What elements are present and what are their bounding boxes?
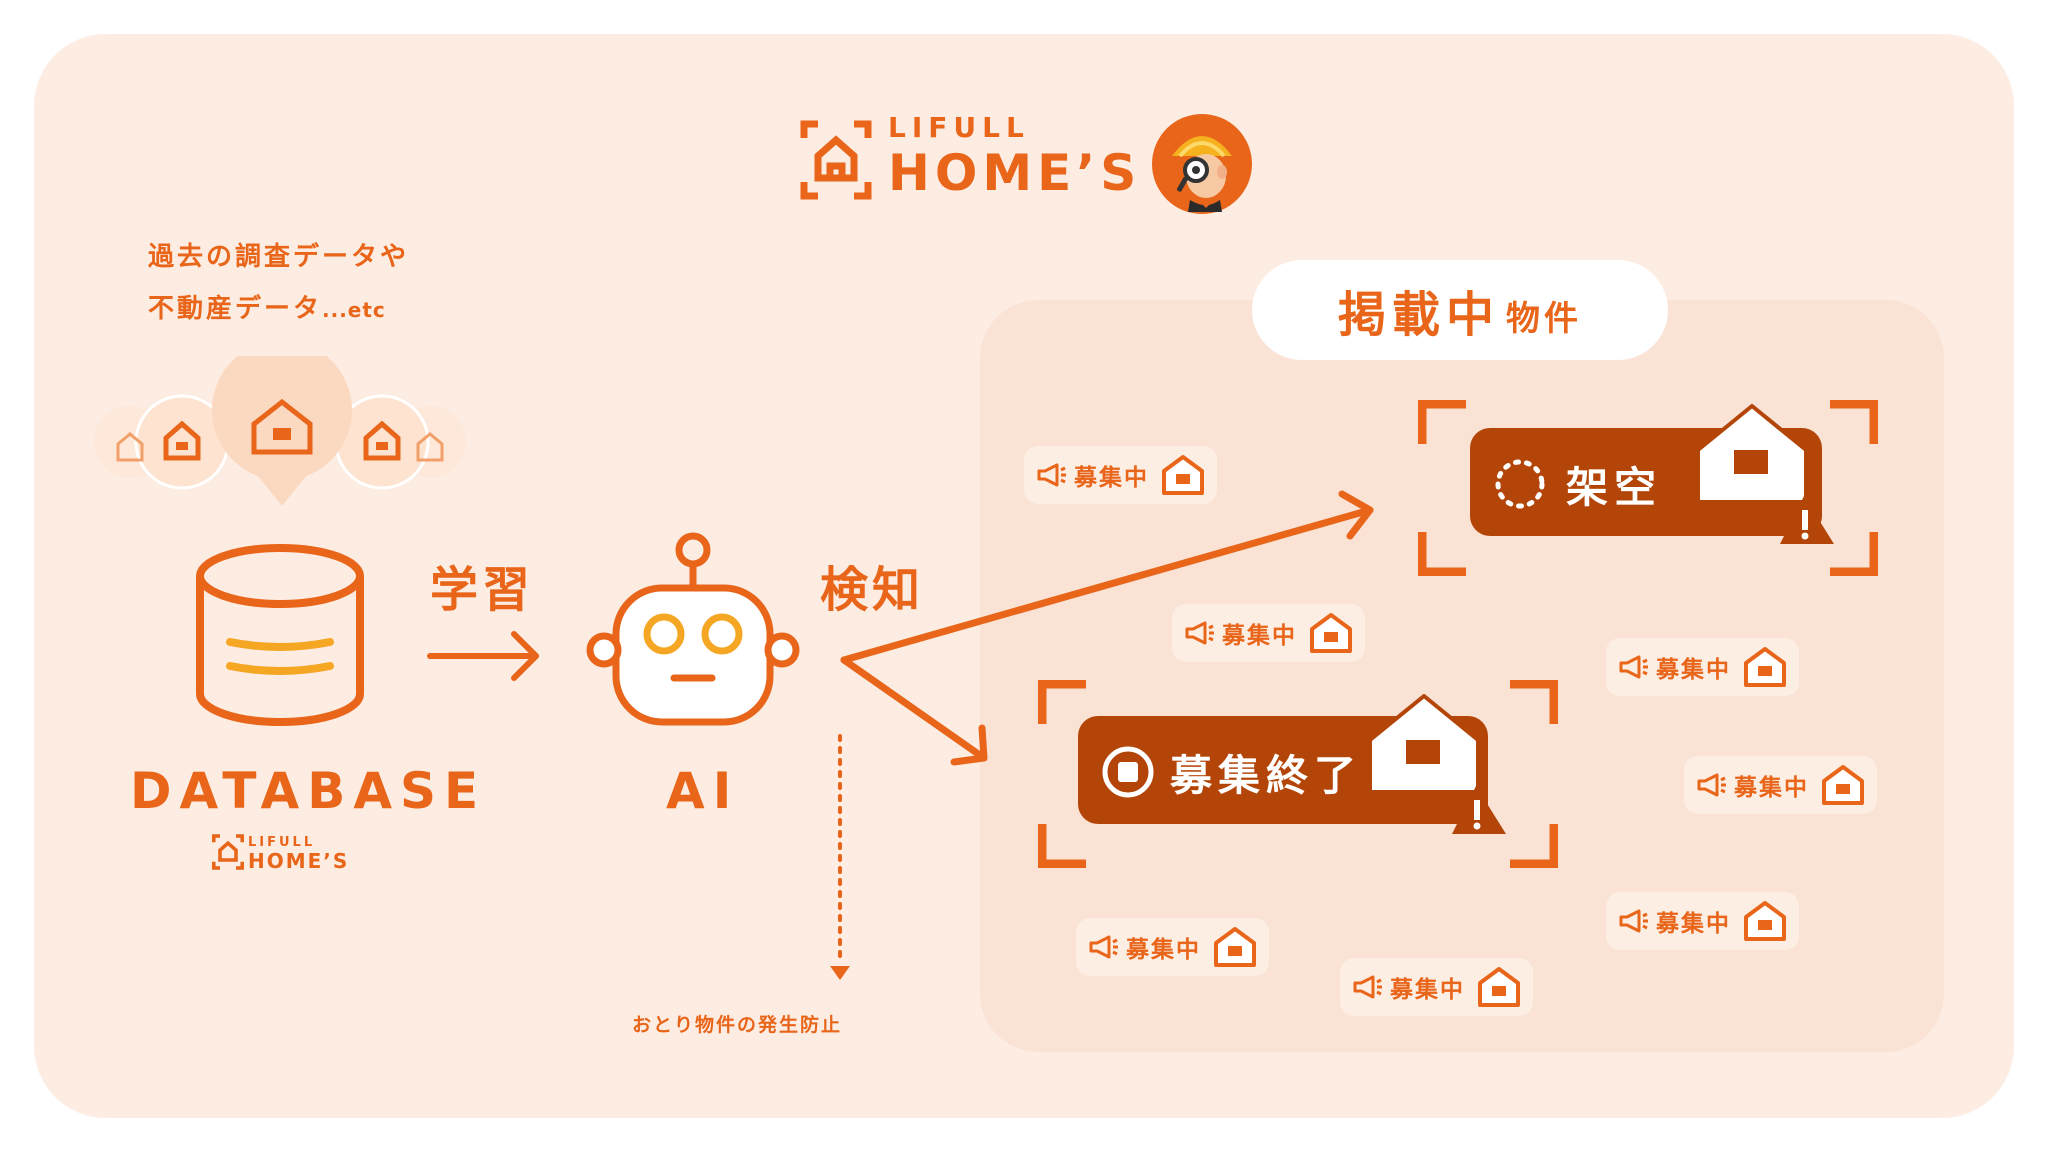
megaphone-icon xyxy=(1089,935,1118,959)
detection-arrows xyxy=(840,490,1374,766)
focus-brackets-closed xyxy=(1038,680,1558,868)
megaphone-icon xyxy=(1619,655,1648,679)
recruiting-label: 募集中 xyxy=(1656,657,1731,683)
house-icon xyxy=(1162,455,1204,495)
recruiting-listing: 募集中 xyxy=(1684,756,1877,814)
ai-label: AI xyxy=(666,762,740,820)
house-icon xyxy=(1214,927,1256,967)
robot-ai-icon xyxy=(586,532,800,726)
dotted-down-arrow-icon xyxy=(830,734,850,980)
data-source-line2-main: 不動産データ xyxy=(148,294,323,324)
megaphone-icon xyxy=(1619,909,1648,933)
recruiting-label: 募集中 xyxy=(1734,775,1809,801)
data-source-etc: ...etc xyxy=(322,298,386,322)
learn-label: 学習 xyxy=(430,562,535,618)
database-brand-line2: HOME’S xyxy=(248,849,350,873)
recruiting-label: 募集中 xyxy=(1390,977,1465,1003)
house-icon xyxy=(1744,901,1786,941)
recruiting-label: 募集中 xyxy=(1222,623,1297,649)
recruiting-label: 募集中 xyxy=(1074,465,1149,491)
fake-label: 架空 xyxy=(1566,463,1663,512)
stop-icon xyxy=(1102,746,1154,798)
listings-title: 掲載中 物件 xyxy=(1252,260,1668,360)
listings-title-sub: 物件 xyxy=(1506,298,1582,339)
detect-label: 検知 xyxy=(820,562,925,618)
megaphone-icon xyxy=(1185,621,1214,645)
home-logo-icon xyxy=(800,120,872,200)
brand-logo: LIFULL HOME’S xyxy=(888,111,1142,202)
prevention-caption: おとり物件の発生防止 xyxy=(632,1014,843,1036)
data-source-line2: 不動産データ...etc xyxy=(148,288,386,325)
house-icon xyxy=(1478,967,1520,1007)
house-icon xyxy=(1822,765,1864,805)
house-pins-cluster xyxy=(94,356,466,506)
brand-line2: HOME’S xyxy=(888,144,1142,202)
megaphone-icon xyxy=(1353,975,1382,999)
closed-listing-banner: 募集終了 xyxy=(1078,716,1488,824)
house-icon xyxy=(1310,613,1352,653)
database-label: DATABASE xyxy=(130,762,487,820)
data-source-line1: 過去の調査データや xyxy=(148,242,410,272)
closed-label: 募集終了 xyxy=(1170,751,1363,800)
database-icon xyxy=(196,544,364,726)
megaphone-icon xyxy=(1697,773,1726,797)
recruiting-label: 募集中 xyxy=(1656,911,1731,937)
recruiting-label: 募集中 xyxy=(1126,937,1201,963)
recruiting-listing: 募集中 xyxy=(1606,638,1799,696)
brand-line1: LIFULL xyxy=(888,111,1030,144)
arrow-right-icon xyxy=(427,631,539,681)
house-alert-icon xyxy=(1368,694,1506,834)
megaphone-icon xyxy=(1037,463,1066,487)
focus-brackets-fake xyxy=(1418,400,1878,576)
house-alert-icon xyxy=(1696,404,1834,544)
database-brand: LIFULL HOME’S xyxy=(248,836,349,871)
house-icon xyxy=(1744,647,1786,687)
recruiting-listing: 募集中 xyxy=(1172,604,1365,662)
mascot-detective-icon xyxy=(1152,114,1252,214)
recruiting-listing: 募集中 xyxy=(1340,958,1533,1016)
home-logo-small-icon xyxy=(212,834,244,870)
recruiting-listing: 募集中 xyxy=(1024,446,1217,504)
database-brand-line1: LIFULL xyxy=(248,835,316,850)
recruiting-listing: 募集中 xyxy=(1076,918,1269,976)
dotted-circle-icon xyxy=(1495,459,1545,509)
recruiting-listing: 募集中 xyxy=(1606,892,1799,950)
listings-title-main: 掲載中 xyxy=(1337,287,1500,343)
